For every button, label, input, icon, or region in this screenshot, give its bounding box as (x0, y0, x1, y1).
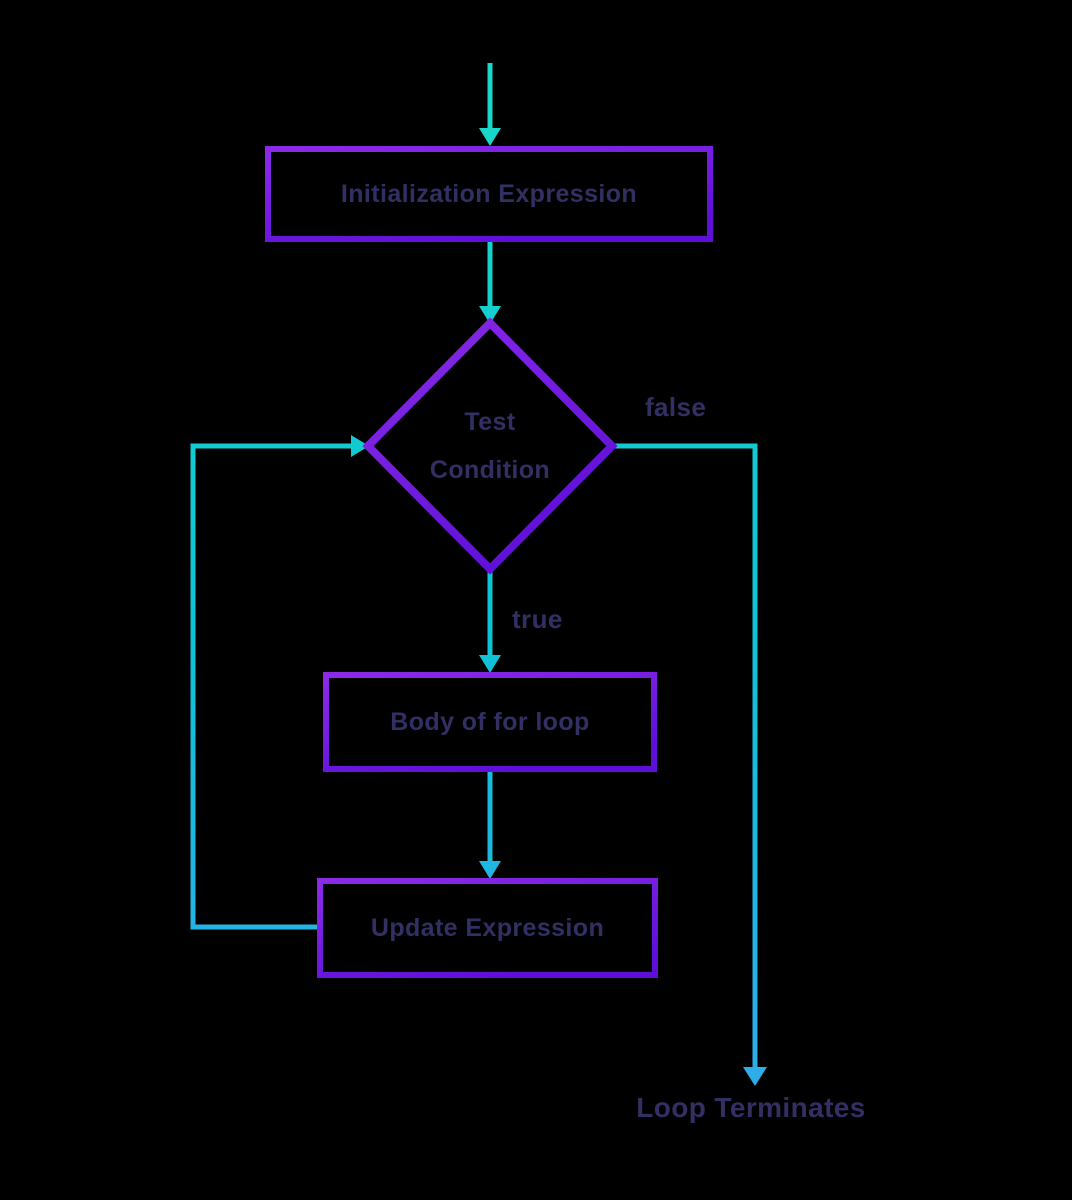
update-box-label: Update Expression (370, 913, 605, 942)
body-box-label: Body of for loop (390, 707, 590, 736)
test-condition-label-line1: Test (464, 408, 516, 436)
initialization-box-label: Initialization Expression (340, 179, 638, 208)
process-box-body (323, 672, 657, 772)
true-branch-arrowhead-icon (479, 655, 501, 673)
entry-arrowhead-icon (479, 128, 501, 146)
process-box-initialization (265, 146, 713, 242)
body-to-update-arrowhead-icon (479, 861, 501, 879)
test-condition-label: Test Condition (369, 323, 611, 569)
loopback-arrowhead-icon (351, 435, 369, 457)
loopback-line (190, 443, 353, 930)
init-to-test-arrowhead-icon (479, 306, 501, 324)
false-branch-label: false (645, 392, 707, 422)
true-branch-label: true (512, 604, 563, 634)
loop-terminates-label: Loop Terminates (636, 1092, 866, 1123)
test-condition-label-line2: Condition (429, 456, 551, 484)
false-branch-line (612, 443, 758, 1069)
process-box-update (317, 878, 658, 978)
decision-diamond-shape (362, 317, 618, 575)
false-branch-arrowhead-icon (743, 1067, 767, 1086)
